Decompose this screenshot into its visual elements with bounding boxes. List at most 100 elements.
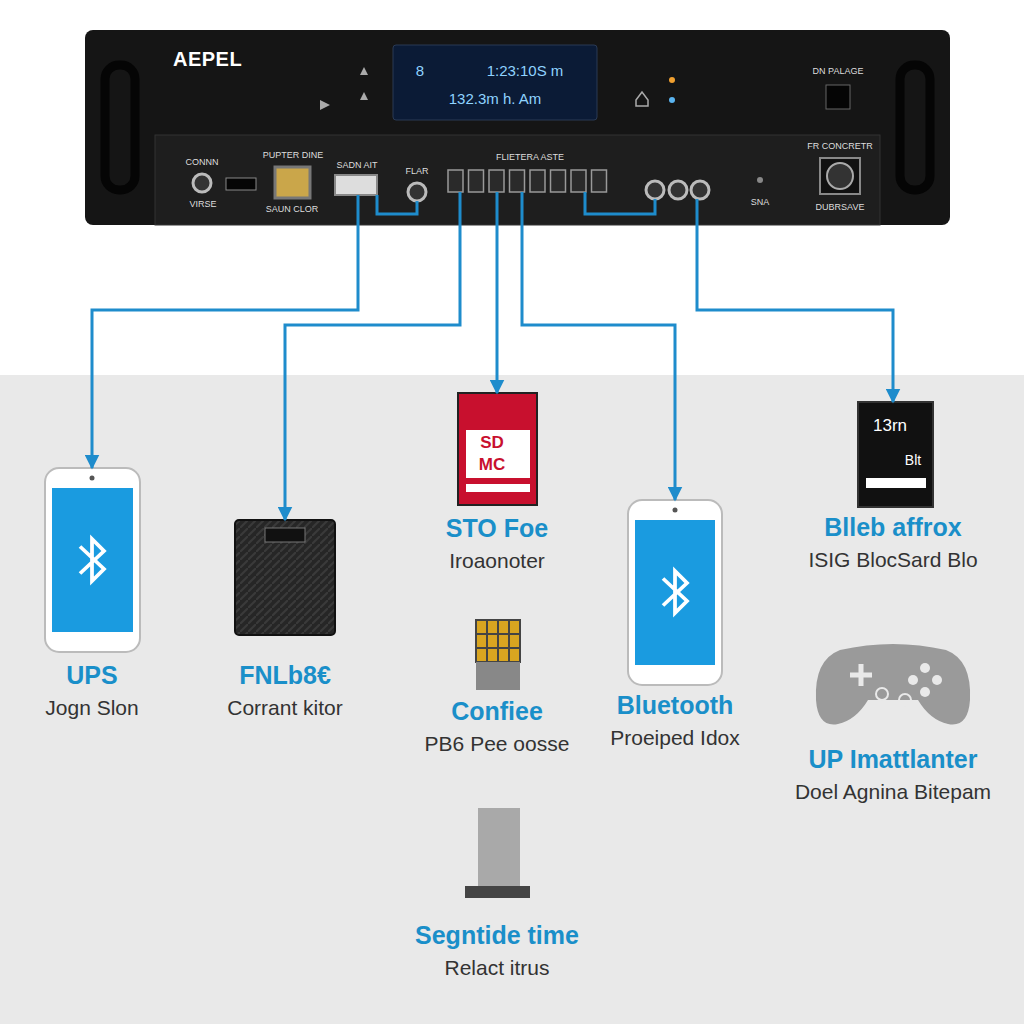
shape [826, 85, 850, 109]
shape [275, 167, 310, 198]
shape [408, 183, 426, 201]
rack-device [85, 30, 950, 225]
shape [358, 192, 697, 225]
shape [866, 478, 926, 488]
connector-arrow [496, 225, 499, 393]
shape [635, 520, 715, 665]
shape [663, 571, 687, 613]
port-label: PUPTER DINE [263, 150, 324, 160]
shape [360, 67, 368, 100]
shape [193, 174, 211, 192]
shape [592, 170, 607, 192]
item-subtitle: Corrant kitor [210, 694, 360, 722]
card-marking: Blt [905, 452, 921, 468]
shape [920, 663, 930, 673]
shape [908, 675, 918, 685]
port-wire [358, 192, 697, 225]
shape [489, 170, 504, 192]
shape [478, 808, 520, 886]
module-box-icon [235, 520, 335, 635]
device-item: FNLb8€ Corrant kitor [210, 520, 360, 722]
item-subtitle: Doel Agnina Bitepam [795, 778, 991, 806]
display-readout: 8 [416, 62, 424, 79]
shape [476, 620, 520, 662]
shape [105, 65, 135, 190]
shape [900, 65, 930, 190]
shape [226, 178, 256, 190]
phone-icon [628, 500, 722, 685]
shape [816, 644, 970, 725]
item-subtitle: PB6 Pee oosse [422, 730, 572, 758]
lower-ground [0, 375, 1024, 1024]
item-title: UPS [17, 660, 167, 690]
shape [669, 77, 675, 83]
shape [858, 402, 933, 507]
shape [850, 664, 872, 686]
shape [335, 175, 377, 195]
chip-icon [476, 620, 520, 690]
port-label: FLAR [405, 166, 428, 176]
connector-arrow [92, 225, 358, 468]
item-title: FNLb8€ [210, 660, 360, 690]
shape [90, 476, 95, 481]
shape [530, 170, 545, 192]
shape [448, 170, 463, 192]
port-label: DN PALAGE [813, 66, 864, 76]
gamepad-icon [816, 644, 970, 725]
item-subtitle: Jogn Slon [17, 694, 167, 722]
shape [476, 620, 520, 662]
shape [827, 163, 853, 189]
item-subtitle: Relact itrus [415, 954, 579, 982]
device-item: STO FoeIroaonoter [422, 393, 572, 575]
port-label: VIRSE [189, 199, 216, 209]
shape [691, 181, 709, 199]
item-title: Segntide time [415, 920, 579, 950]
item-title: Confiee [422, 696, 572, 726]
shape [466, 430, 530, 478]
item-title: STO Foe [422, 513, 572, 543]
device-item: UP ImattlanterDoel Agnina Bitepam [795, 640, 991, 806]
port-label: CONNN [186, 157, 219, 167]
item-subtitle: Proeiped Idox [600, 724, 750, 752]
sd-card-icon [458, 393, 537, 505]
shape [673, 508, 678, 513]
device-item: Segntide timeRelact itrus [415, 808, 579, 982]
shape [932, 675, 942, 685]
shape [85, 30, 950, 225]
shape [820, 158, 860, 194]
device-item: BluetoothProeiped Idox [600, 500, 750, 752]
phone-icon [45, 468, 140, 652]
port-label: SAUN CLOR [266, 204, 319, 214]
shape [571, 170, 586, 192]
brand-logo: AEPEL [173, 44, 242, 74]
connector-arrow [285, 225, 460, 520]
shape [669, 97, 675, 103]
item-subtitle: ISIG BlocSard Blo [808, 546, 977, 574]
shape [155, 135, 880, 225]
item-title: Bluetooth [600, 690, 750, 720]
shape [320, 100, 330, 110]
shape [669, 181, 687, 199]
shape [235, 520, 335, 635]
display-readout: 1:23:10S m [487, 62, 564, 79]
card-marking: SD [480, 433, 504, 453]
shape [466, 484, 530, 492]
shape [551, 170, 566, 192]
display-readout: 132.3m h. Am [449, 90, 542, 107]
shape [458, 393, 537, 505]
port-label: FLIETERA ASTE [496, 152, 564, 162]
shape [510, 170, 525, 192]
sd-card-icon [858, 402, 933, 507]
shape [469, 170, 484, 192]
shape [393, 45, 597, 120]
shape [646, 181, 664, 199]
block-icon [465, 808, 530, 898]
port-label: DUBRSAVE [816, 202, 865, 212]
shape [465, 886, 530, 898]
shape [899, 694, 911, 706]
shape [876, 688, 888, 700]
shape [636, 92, 648, 106]
device-item: UPS Jogn Slon [17, 468, 167, 722]
shape [265, 528, 305, 542]
shape [45, 468, 140, 652]
